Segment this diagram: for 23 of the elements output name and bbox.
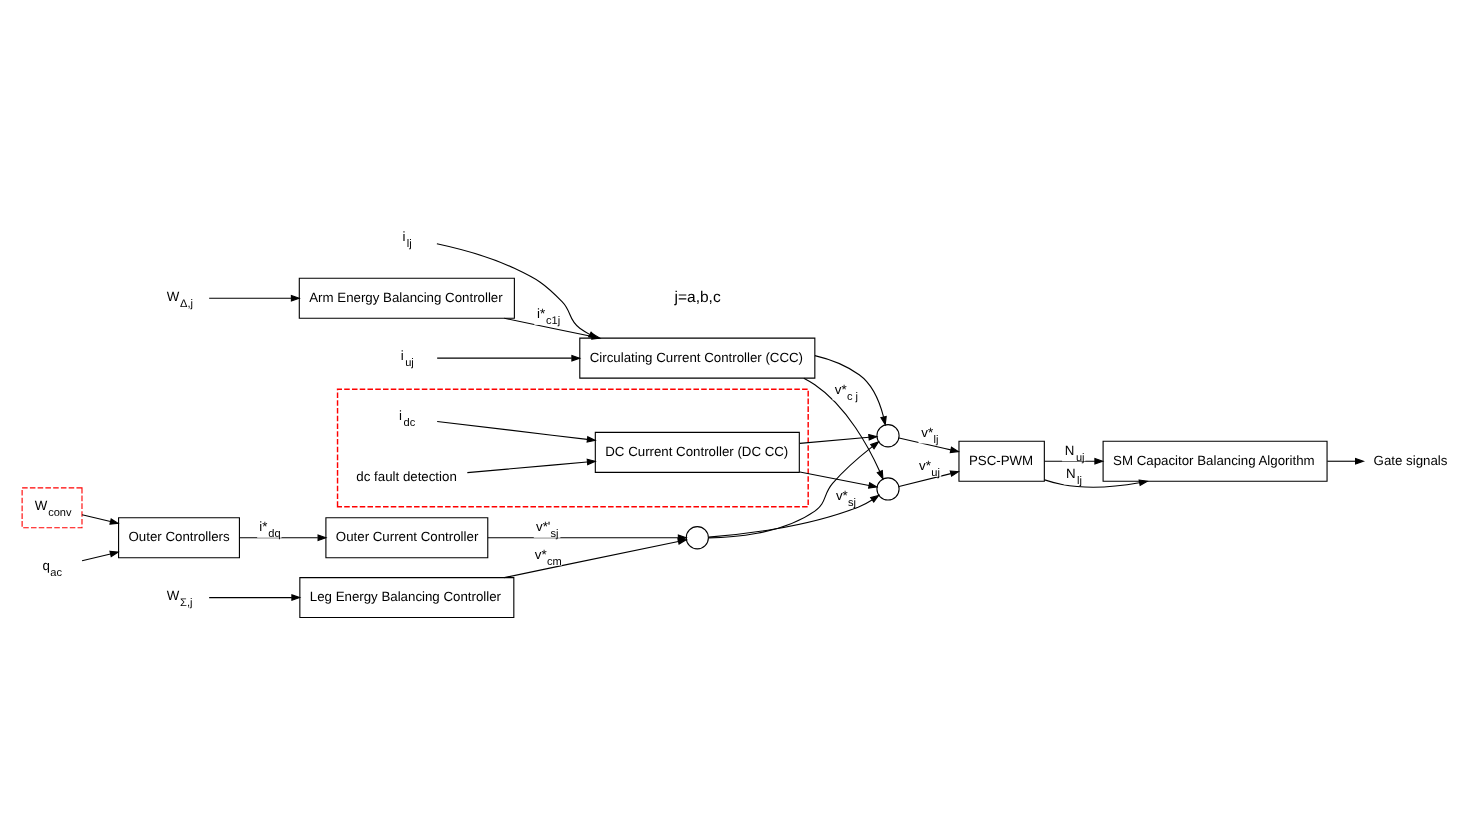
arrow xyxy=(208,294,301,302)
arrow xyxy=(799,433,879,444)
node-circle xyxy=(876,424,900,448)
arrow xyxy=(436,354,582,362)
arrow xyxy=(239,534,328,542)
arrow xyxy=(436,420,597,443)
node-circle xyxy=(685,526,709,550)
arrow xyxy=(81,514,120,525)
arrow xyxy=(1044,479,1149,488)
node-circle xyxy=(876,477,900,501)
arrow xyxy=(814,355,887,427)
arrow xyxy=(1326,457,1365,465)
arrow xyxy=(208,594,302,602)
arrow xyxy=(799,471,879,489)
arrow xyxy=(81,550,120,562)
arrow xyxy=(898,470,961,488)
arrow xyxy=(898,437,961,454)
arrow xyxy=(708,494,880,538)
arrow xyxy=(466,458,597,474)
arrow xyxy=(436,243,599,339)
arrow xyxy=(503,538,688,579)
cluster xyxy=(336,388,809,508)
arrow xyxy=(707,440,880,539)
